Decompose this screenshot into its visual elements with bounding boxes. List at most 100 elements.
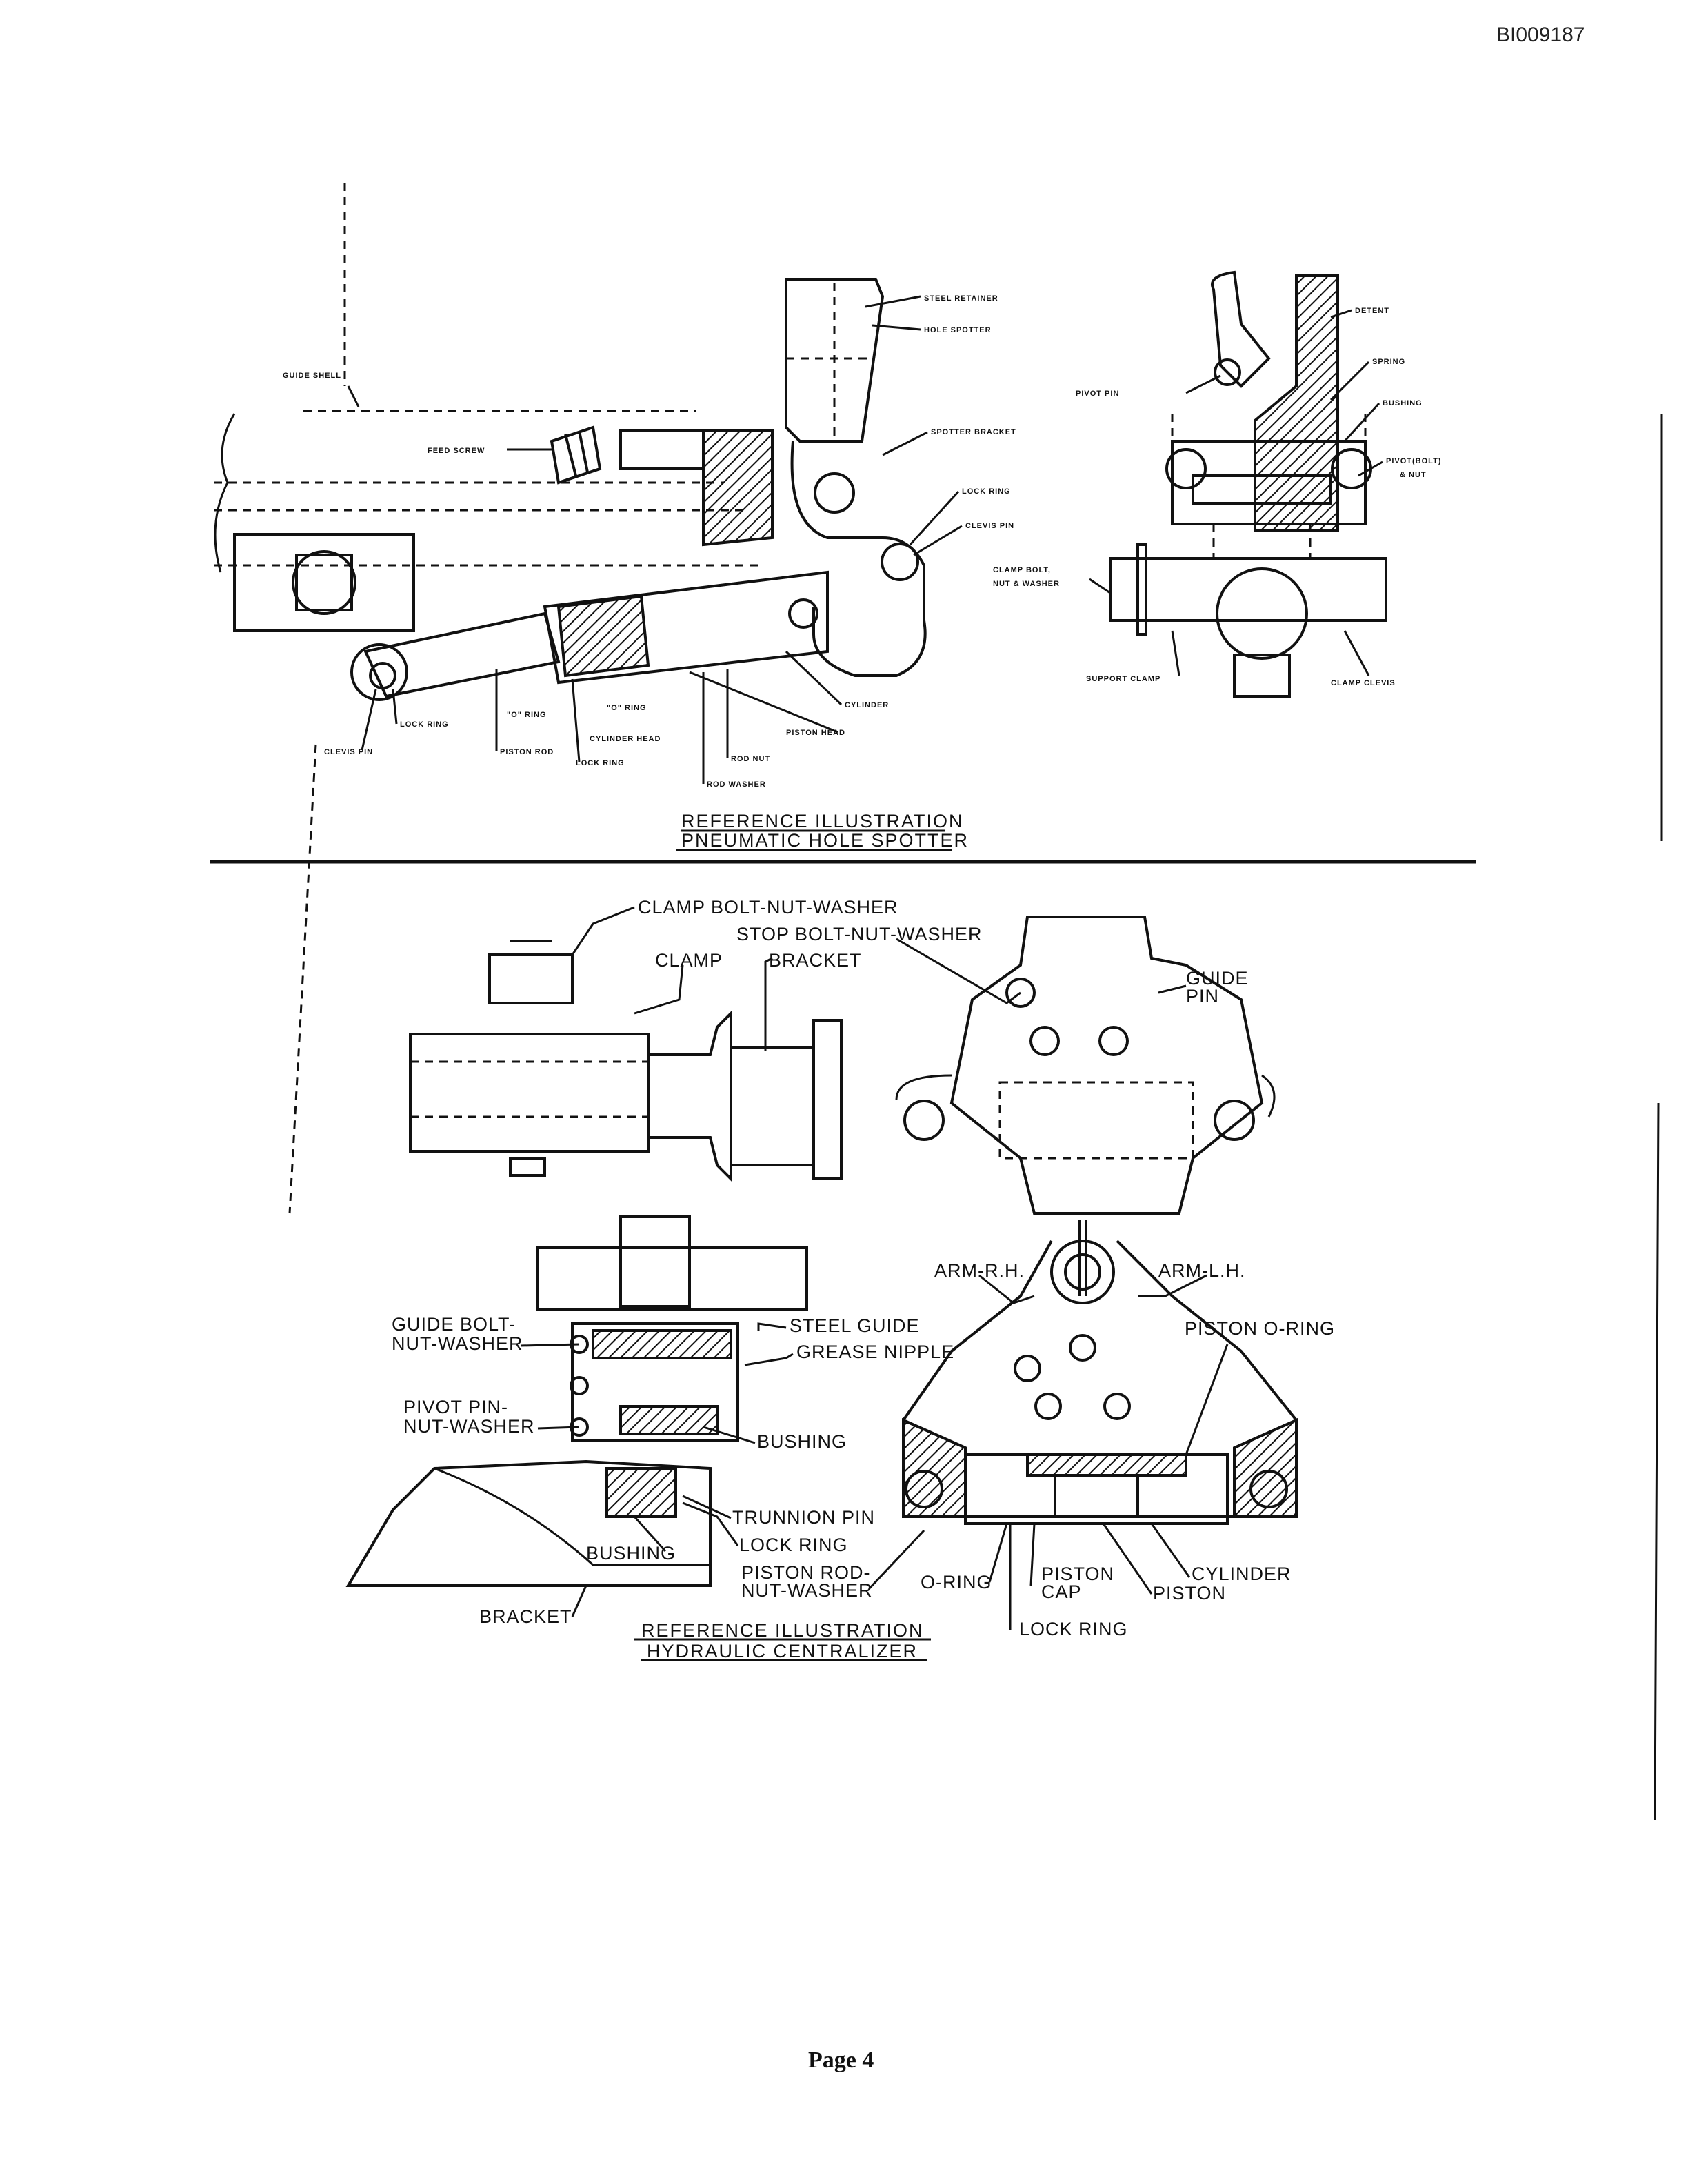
bottom-figure-leaders [520,906,1229,1630]
right-pivot-hole [1103,1393,1131,1420]
pivot-arm [1211,270,1271,388]
right-eye [1214,1100,1255,1141]
detent-section [1254,274,1339,532]
hole-spotter-side-view [214,278,927,701]
spotter-bracket [790,441,927,677]
pivot-housing [1171,440,1367,525]
pivot-boss-left [1165,448,1207,489]
label-lock-ring-upper: LOCK RING [962,487,1011,496]
label-bracket-bottom: BRACKET [479,1606,572,1627]
label-cylinder: CYLINDER [1192,1564,1292,1584]
label-detent: DETENT [1355,307,1389,315]
label-piston-rod-2: NUT-WASHER [741,1580,873,1601]
guide-shell [214,410,758,567]
label-steel-guide: STEEL GUIDE [790,1315,920,1336]
label-support-clamp: SUPPORT CLAMP [1086,675,1160,683]
feed-nut [619,429,705,470]
upper-clevis-pin [881,543,919,581]
front-view-hidden [998,1081,1194,1160]
label-pivot-pin-1: PIVOT PIN- [403,1397,508,1417]
label-pivot-bolt-1: PIVOT(BOLT) [1386,457,1441,465]
caption-bottom-line1: REFERENCE ILLUSTRATION [641,1620,924,1641]
label-clamp: CLAMP [655,950,723,971]
label-rod-washer: ROD WASHER [707,780,766,789]
cylinder-end-pin [788,598,818,629]
bottom-figure-labels: CLAMP BOLT-NUT-WASHER STOP BOLT-NUT-WASH… [392,897,1335,1639]
clamp-clevis-bore [1216,567,1308,660]
pivot-bolt-head-a [570,1376,589,1395]
stop-bolt-left [1029,1026,1060,1056]
label-guide-shell: GUIDE SHELL [283,372,341,380]
bracket-flange [812,1019,843,1180]
label-lock-ring: LOCK RING [739,1535,848,1555]
trunnion-section [605,1467,677,1518]
piston-rod [363,611,561,698]
label-piston-o-ring: PISTON O-RING [1185,1318,1335,1339]
label-trunnion-pin: TRUNNION PIN [732,1507,875,1528]
bushing-section-lower [619,1405,719,1435]
label-clamp-clevis: CLAMP CLEVIS [1331,679,1396,687]
top-figure-caption: REFERENCE ILLUSTRATION PNEUMATIC HOLE SP… [676,811,969,851]
label-pivot-pin-2: NUT-WASHER [403,1416,535,1437]
bushing-section-upper [592,1329,732,1359]
feed-screw [550,425,602,485]
pivot-bore [1064,1253,1101,1291]
piston-section [1026,1453,1187,1477]
label-cylinder-head: CYLINDER HEAD [590,735,661,743]
cylinder-head-section [556,594,650,678]
label-piston-head: PISTON HEAD [786,729,845,737]
label-o-ring: O-RING [921,1572,992,1593]
label-clevis-pin-lower: CLEVIS PIN [324,748,373,756]
label-cylinder: CYLINDER [845,701,889,709]
label-piston-rod-1: PISTON ROD- [741,1562,871,1583]
label-lock-ring-bottom: LOCK RING [1019,1619,1128,1639]
clamp-clevis-base [1233,654,1291,698]
caption-top-line2: PNEUMATIC HOLE SPOTTER [681,830,969,851]
lower-clevis-pin [369,662,396,689]
hole-spotter-hidden [786,283,869,441]
left-arm-eye [905,1470,943,1508]
centralizer-side-view [409,940,843,1182]
clamp-body [409,1033,650,1153]
clamp-block [233,533,415,632]
bracket-stem [648,1010,732,1182]
centralizer-front-view [895,916,1276,1215]
left-pivot-hole [1034,1393,1062,1420]
right-edge-line [1654,414,1663,1821]
support-clamp [1109,557,1387,622]
label-guide-pin-2: PIN [1186,986,1219,1007]
feed-block-section [702,429,774,547]
caption-bottom-line2: HYDRAULIC CENTRALIZER [647,1641,918,1661]
label-pivot-bolt-2: & NUT [1400,471,1427,479]
label-lock-ring-rod: LOCK RING [576,759,625,767]
guide-shell-break [214,413,236,573]
guide-pin [1005,978,1036,1008]
guide-block [619,1215,691,1308]
margin-line [288,183,346,1214]
piston-cap [1054,1474,1139,1518]
centralizer-body [950,916,1264,1215]
label-o-ring-b: "O" RING [607,704,647,712]
label-clamp-bolt-1: CLAMP BOLT, [993,566,1051,574]
label-lock-ring-lower: LOCK RING [400,720,449,729]
left-bolt [1014,1355,1041,1382]
lower-bracket-web [434,1467,710,1566]
cylinder [543,570,829,685]
arm-split [1078,1220,1087,1296]
label-guide-bolt-1: GUIDE BOLT- [392,1314,516,1335]
label-feed-screw: FEED SCREW [428,447,485,455]
lower-bracket [345,1459,712,1587]
label-grease-nipple: GREASE NIPPLE [796,1342,954,1362]
pivot-boss [1050,1240,1115,1304]
label-piston-rod: PISTON ROD [500,748,554,756]
bottom-figure-caption: REFERENCE ILLUSTRATION HYDRAULIC CENTRAL… [634,1620,931,1661]
centralizer-lower-side-view [345,1215,808,1587]
label-bushing: BUSHING [1383,399,1423,407]
right-arm-eye [1249,1470,1288,1508]
label-piston: PISTON [1153,1583,1226,1604]
clamp-bottom-nut [509,1157,546,1177]
label-spring: SPRING [1372,358,1405,366]
label-bracket-top: BRACKET [769,950,862,971]
centralizer-lower-front-view [902,1220,1298,1525]
pivot-bolt [1192,474,1332,505]
